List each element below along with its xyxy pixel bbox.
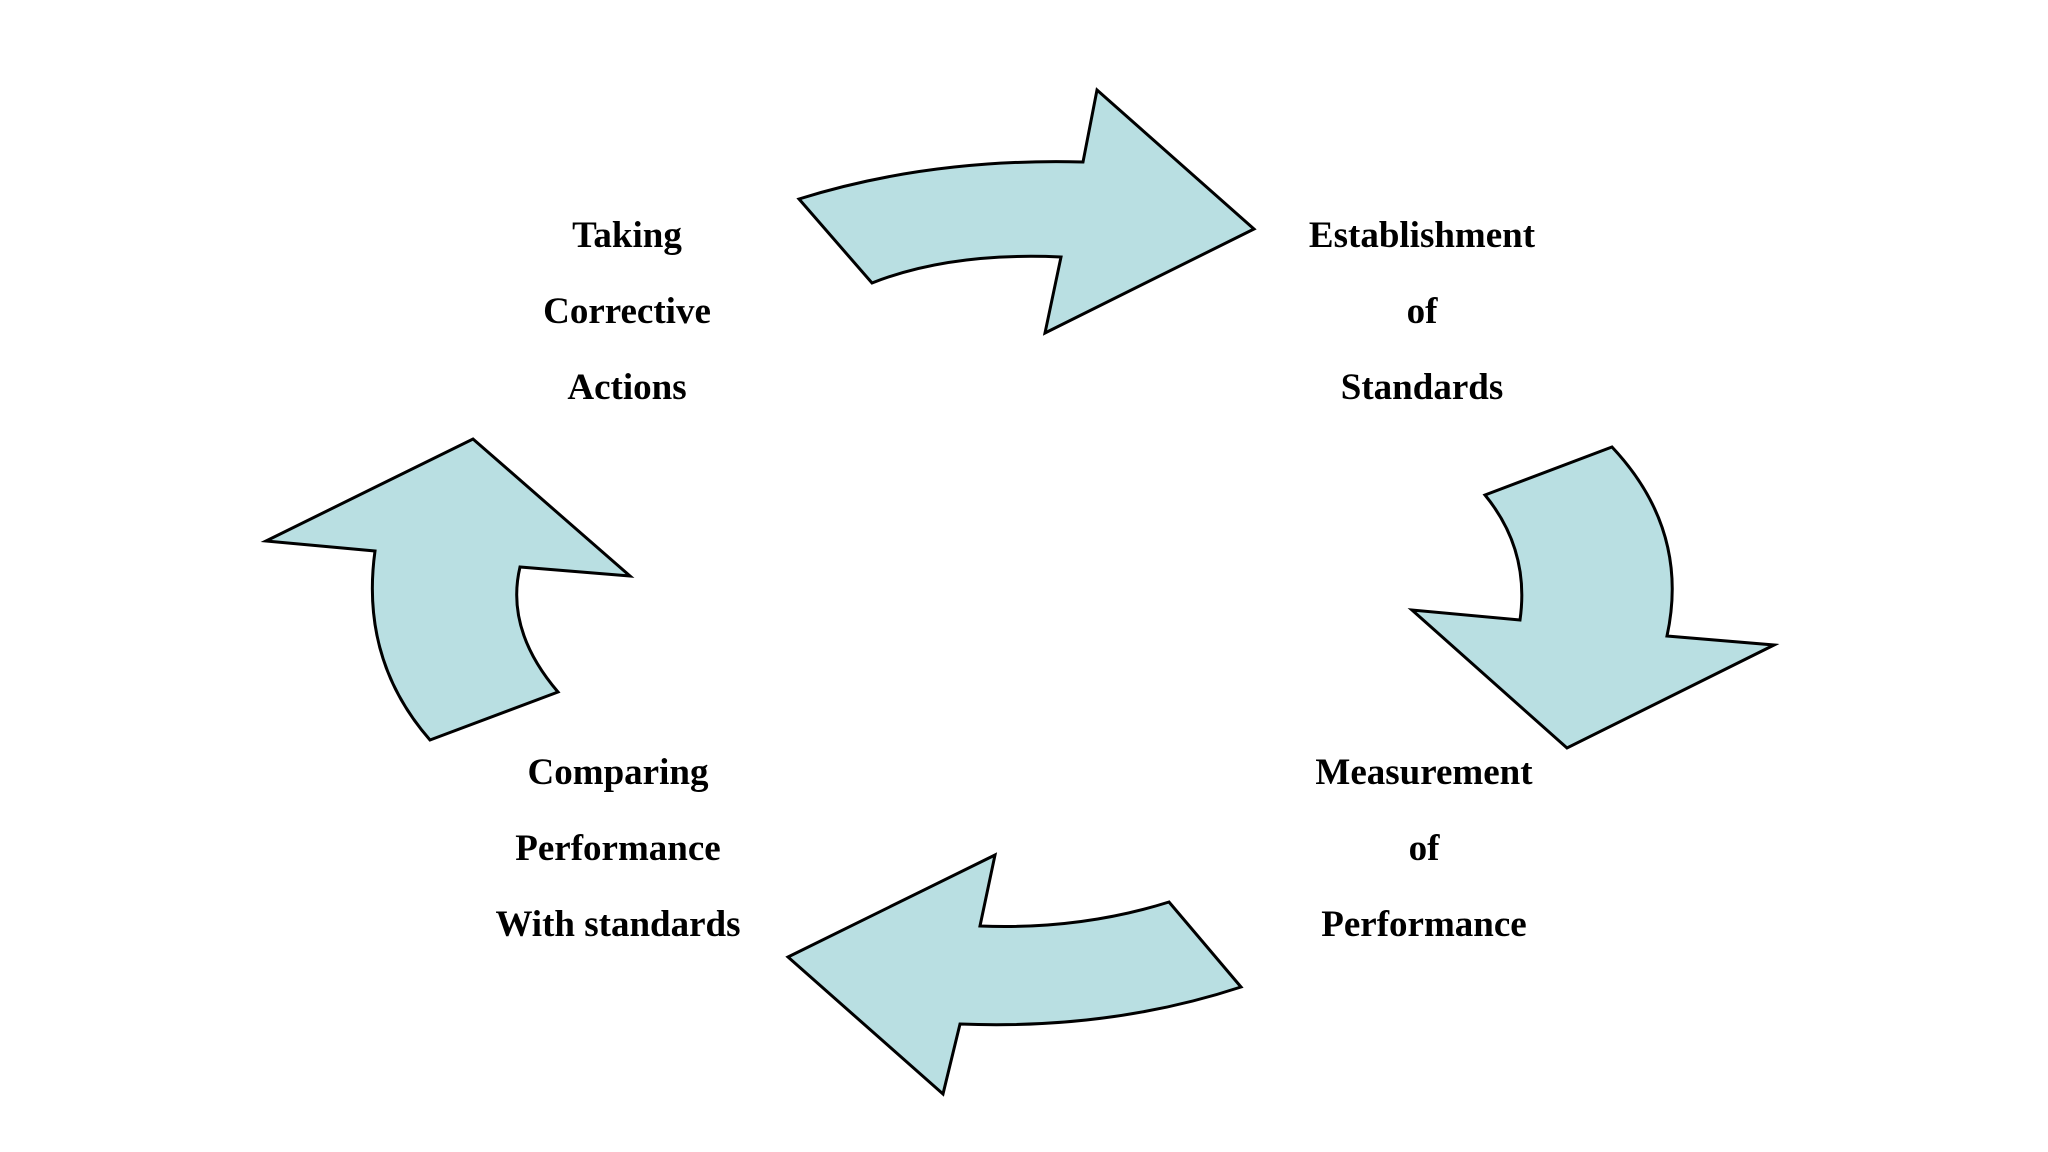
stage-line: Performance (1321, 904, 1527, 945)
stage-line: of (1406, 291, 1438, 332)
stage-line: With standards (495, 904, 741, 945)
stage-line: Establishment (1308, 215, 1536, 256)
stage-establishment-of-standards: Establishment of Standards (1222, 198, 1622, 426)
arrow-measurement-to-comparing (785, 852, 1244, 1097)
stage-measurement-of-performance: Measurement of Performance (1224, 735, 1624, 963)
stage-taking-corrective-actions: Taking Corrective Actions (427, 198, 827, 426)
stage-line: of (1408, 828, 1440, 869)
stage-line: Corrective (543, 291, 711, 332)
stage-line: Measurement (1315, 752, 1533, 793)
stage-line: Taking (572, 215, 682, 256)
stage-line: Standards (1340, 367, 1504, 408)
stage-line: Comparing (527, 752, 709, 793)
stage-line: Performance (515, 828, 721, 869)
stage-comparing-performance: Comparing Performance With standards (418, 735, 818, 963)
arrow-establishment-to-measurement (1407, 445, 1780, 750)
stage-line: Actions (567, 367, 687, 408)
arrow-comparing-to-corrective (260, 437, 635, 742)
arrow-corrective-to-establishment (796, 87, 1257, 336)
